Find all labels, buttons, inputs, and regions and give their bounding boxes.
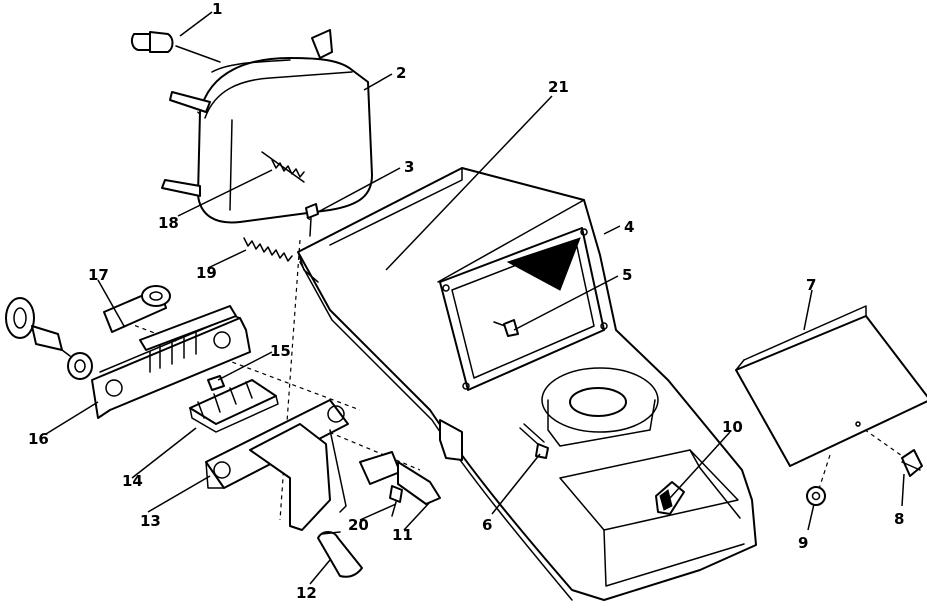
callout-labels: 1 2 3 4 5 6 7 8 9 10 11 12 13 14 15 16 1…	[28, 0, 904, 602]
part-lower-bracket	[205, 399, 349, 531]
part-upper-bracket	[91, 305, 251, 419]
part-headlight-housing	[161, 29, 373, 224]
callout-17: 17	[88, 266, 109, 284]
callout-9: 9	[798, 534, 808, 552]
callout-12: 12	[296, 584, 317, 602]
part-adjuster-screw	[305, 203, 319, 237]
callout-11: 11	[392, 526, 413, 544]
part-grommet	[141, 285, 171, 307]
callout-18: 18	[158, 214, 179, 232]
callout-19: 19	[196, 264, 217, 282]
part-toggle-switch	[359, 451, 441, 505]
part-bulb	[130, 31, 221, 63]
callout-13: 13	[140, 512, 161, 530]
part-cover-panel	[735, 305, 927, 467]
callout-15: 15	[270, 342, 291, 360]
part-spring-upper	[261, 151, 305, 183]
callout-10: 10	[722, 418, 743, 436]
callout-4: 4	[624, 218, 634, 236]
part-small-screw	[389, 485, 403, 517]
part-console	[297, 167, 757, 601]
callout-20: 20	[348, 516, 369, 534]
part-washer	[806, 486, 826, 506]
callout-3: 3	[404, 158, 414, 176]
callout-16: 16	[28, 430, 49, 448]
leader-lines	[45, 11, 905, 585]
part-switch-panel	[189, 379, 279, 433]
callout-2: 2	[396, 64, 406, 82]
callout-14: 14	[122, 472, 143, 490]
part-wing-screw	[901, 449, 923, 477]
part-control-knob	[5, 297, 93, 380]
callout-8: 8	[894, 510, 904, 528]
part-spring-lower	[243, 237, 293, 262]
callout-21: 21	[548, 78, 569, 96]
callout-6: 6	[482, 516, 492, 534]
part-light-housing	[317, 531, 363, 578]
callout-7: 7	[806, 276, 816, 294]
callout-1: 1	[212, 0, 222, 18]
part-screw	[493, 319, 519, 337]
callout-5: 5	[622, 266, 632, 284]
